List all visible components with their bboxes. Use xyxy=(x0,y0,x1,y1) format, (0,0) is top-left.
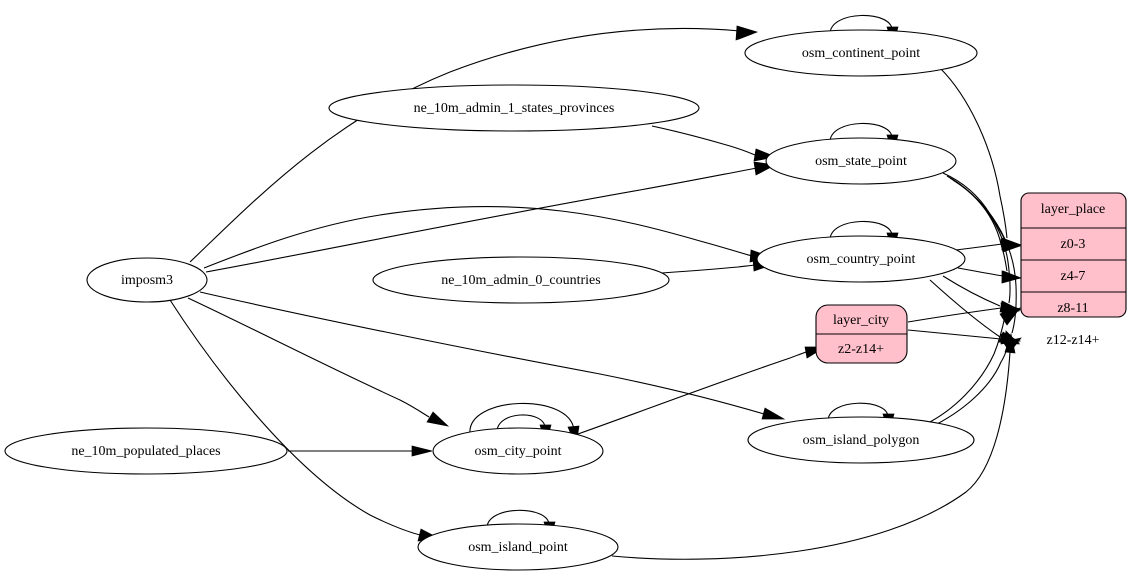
node-ne_10m_populated_places[interactable]: ne_10m_populated_places xyxy=(4,427,288,475)
node-osm_state_point[interactable]: osm_state_point xyxy=(765,137,957,185)
node-label-osm_island_point: osm_island_point xyxy=(468,540,568,555)
edge-imposm3-to-osm_city_point xyxy=(187,297,450,427)
record-row-layer_place-z8-11[interactable]: z8-11 xyxy=(1057,301,1088,316)
edge-osm_city_point-to-layer_city-z2-z14 xyxy=(577,346,827,435)
edge-imposm3-to-osm_continent_point xyxy=(189,25,759,263)
record-row-layer_city-title: layer_city xyxy=(833,313,889,328)
record-row-layer_place-z4-7[interactable]: z4-7 xyxy=(1061,269,1086,284)
edge-imposm3-to-osm_island_point xyxy=(169,299,442,542)
node-ne_10m_admin_0_countries[interactable]: ne_10m_admin_0_countries xyxy=(372,256,670,304)
node-label-ne_10m_admin_0_countries: ne_10m_admin_0_countries xyxy=(441,273,600,288)
node-osm_island_polygon[interactable]: osm_island_polygon xyxy=(747,416,975,464)
node-layer: imposm3 ne_10m_admin_1_states_provinces … xyxy=(4,29,978,571)
node-label-osm_city_point: osm_city_point xyxy=(474,444,561,459)
node-osm_city_point[interactable]: osm_city_point xyxy=(432,427,604,475)
edge-osm_island_polygon-to-layer_place-z8-11 xyxy=(925,307,1021,425)
node-label-osm_state_point: osm_state_point xyxy=(815,154,907,169)
node-label-osm_country_point: osm_country_point xyxy=(807,252,916,267)
edge-osm_country_point-to-layer_place-z4-7 xyxy=(957,267,1023,283)
record-row-layer_city-z2-z14[interactable]: z2-z14+ xyxy=(838,342,884,357)
node-label-imposm3: imposm3 xyxy=(121,273,173,288)
record-row-layer_place-z12-z14[interactable]: z12-z14+ xyxy=(1047,333,1100,348)
edge-osm_island_point-to-layer_place-z12-z14 xyxy=(611,332,1016,560)
edge-imposm3-to-osm_island_polygon xyxy=(199,291,786,420)
record-row-layer_place-z0-3[interactable]: z0-3 xyxy=(1061,237,1086,252)
node-ne_10m_admin_1_states_provinces[interactable]: ne_10m_admin_1_states_provinces xyxy=(328,84,700,132)
node-label-osm_continent_point: osm_continent_point xyxy=(802,46,920,61)
record-node-layer_place[interactable]: layer_place z0-3 z4-7 z8-11 z12-z14+ xyxy=(1020,192,1127,348)
node-osm_island_point[interactable]: osm_island_point xyxy=(417,523,619,571)
node-label-ne_10m_admin_1_states_provinces: ne_10m_admin_1_states_provinces xyxy=(414,101,615,116)
node-osm_country_point[interactable]: osm_country_point xyxy=(756,235,966,283)
node-label-ne_10m_populated_places: ne_10m_populated_places xyxy=(71,444,220,459)
node-osm_continent_point[interactable]: osm_continent_point xyxy=(744,29,978,77)
node-label-osm_island_polygon: osm_island_polygon xyxy=(803,433,920,448)
node-imposm3[interactable]: imposm3 xyxy=(86,257,208,303)
edge-ne_10m_admin_1_states_provinces-to-osm_state_point xyxy=(651,125,778,162)
edge-ne_10m_populated_places-to-osm_city_point xyxy=(288,445,433,457)
edge-osm_country_point-to-layer_place-z0-3 xyxy=(955,238,1023,251)
edge-imposm3-to-osm_state_point xyxy=(205,161,777,273)
record-row-layer_place-title: layer_place xyxy=(1041,202,1106,217)
record-node-layer_city[interactable]: layer_city z2-z14+ xyxy=(815,304,908,364)
